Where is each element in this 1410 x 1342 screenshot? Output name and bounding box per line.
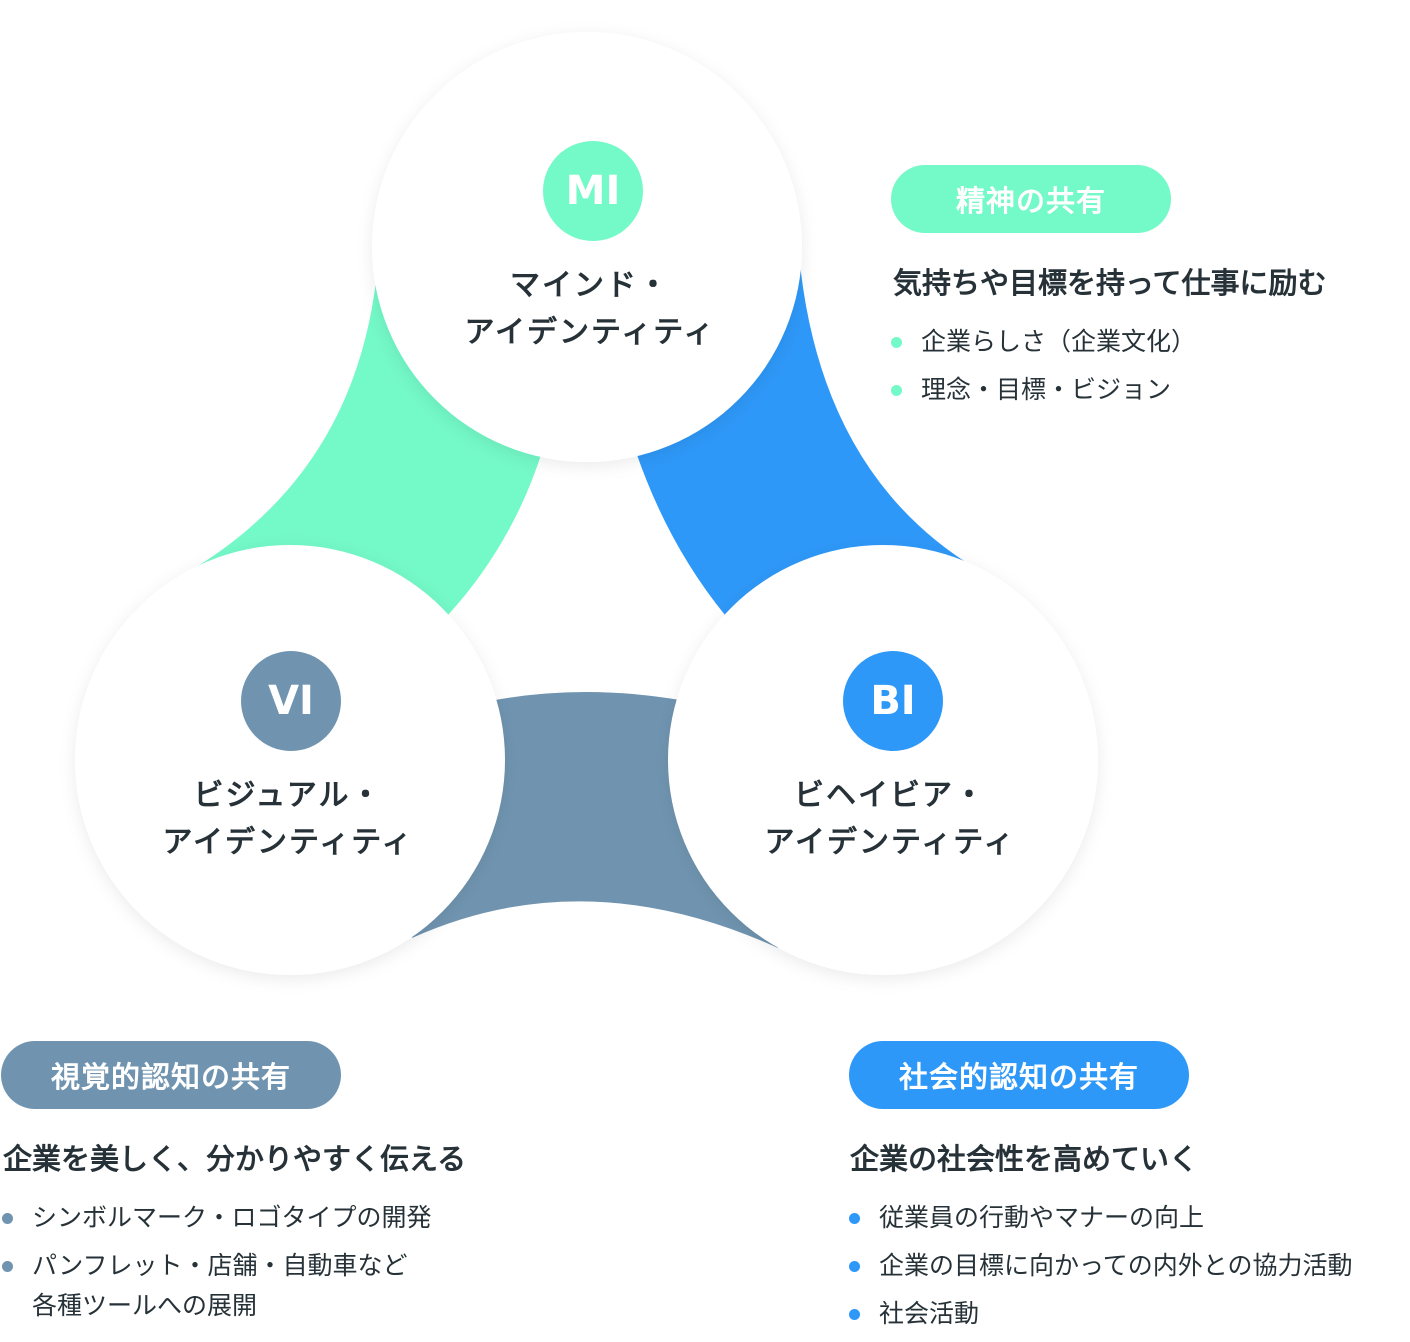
mi-title: マインド・アイデンティティ [410, 262, 770, 356]
vi-title-line2: アイデンティティ [162, 825, 414, 860]
vi-pill: 視覚的認知の共有 [1, 1041, 341, 1109]
bi-heading: 企業の社会性を高めていく [850, 1142, 1199, 1176]
vi-list: シンボルマーク・ロゴタイプの開発 パンフレット・店舗・自動車など 各種ツールへの… [2, 1198, 432, 1334]
list-item-continuation: 各種ツールへの展開 [2, 1286, 432, 1326]
bullet-icon [891, 385, 902, 396]
list-item: 従業員の行動やマナーの向上 [849, 1198, 1353, 1238]
list-item-text: 企業らしさ（企業文化） [921, 327, 1197, 356]
list-item: 社会活動 [849, 1294, 1353, 1334]
bi-pill: 社会的認知の共有 [849, 1041, 1189, 1109]
mi-circle [372, 32, 802, 462]
list-item-text: シンボルマーク・ロゴタイプの開発 [32, 1203, 432, 1232]
bi-circle [668, 545, 1098, 975]
mi-pill: 精神の共有 [891, 165, 1171, 233]
bi-title-line1: ビヘイビア・ [794, 778, 986, 813]
vi-title-line1: ビジュアル・ [193, 778, 383, 813]
mi-list: 企業らしさ（企業文化） 理念・目標・ビジョン [891, 322, 1196, 418]
list-item-text: 各種ツールへの展開 [32, 1291, 258, 1320]
list-item: 企業の目標に向かっての内外との協力活動 [849, 1246, 1353, 1286]
vi-circle [75, 545, 505, 975]
bi-title-line2: アイデンティティ [764, 825, 1016, 860]
bullet-icon [2, 1261, 13, 1272]
list-item-text: 企業の目標に向かっての内外との協力活動 [879, 1251, 1353, 1280]
mi-heading: 気持ちや目標を持って仕事に励む [893, 266, 1327, 300]
bullet-icon [849, 1213, 860, 1224]
bullet-icon [849, 1309, 860, 1320]
mi-title-line2: アイデンティティ [464, 315, 716, 350]
bi-badge: BI [843, 651, 943, 751]
vi-title: ビジュアル・アイデンティティ [108, 772, 468, 866]
bi-title: ビヘイビア・アイデンティティ [710, 772, 1070, 866]
bullet-icon [849, 1261, 860, 1272]
list-item-text: 従業員の行動やマナーの向上 [879, 1203, 1205, 1232]
list-item: シンボルマーク・ロゴタイプの開発 [2, 1198, 432, 1238]
vi-badge: VI [241, 651, 341, 751]
list-item: パンフレット・店舗・自動車など [2, 1246, 432, 1286]
mi-title-line1: マインド・ [510, 268, 670, 303]
list-item: 理念・目標・ビジョン [891, 370, 1196, 410]
list-item-text: 理念・目標・ビジョン [921, 375, 1172, 404]
mi-bi-connector [636, 242, 975, 615]
list-item-text: 社会活動 [879, 1299, 980, 1328]
list-item: 企業らしさ（企業文化） [891, 322, 1196, 362]
list-item-text: パンフレット・店舗・自動車など [32, 1251, 408, 1280]
bullet-icon [2, 1213, 13, 1224]
bullet-icon [891, 337, 902, 348]
mi-badge: MI [543, 141, 643, 241]
vi-heading: 企業を美しく、分かりやすく伝える [3, 1142, 467, 1176]
bi-list: 従業員の行動やマナーの向上 企業の目標に向かっての内外との協力活動 社会活動 [849, 1198, 1353, 1342]
